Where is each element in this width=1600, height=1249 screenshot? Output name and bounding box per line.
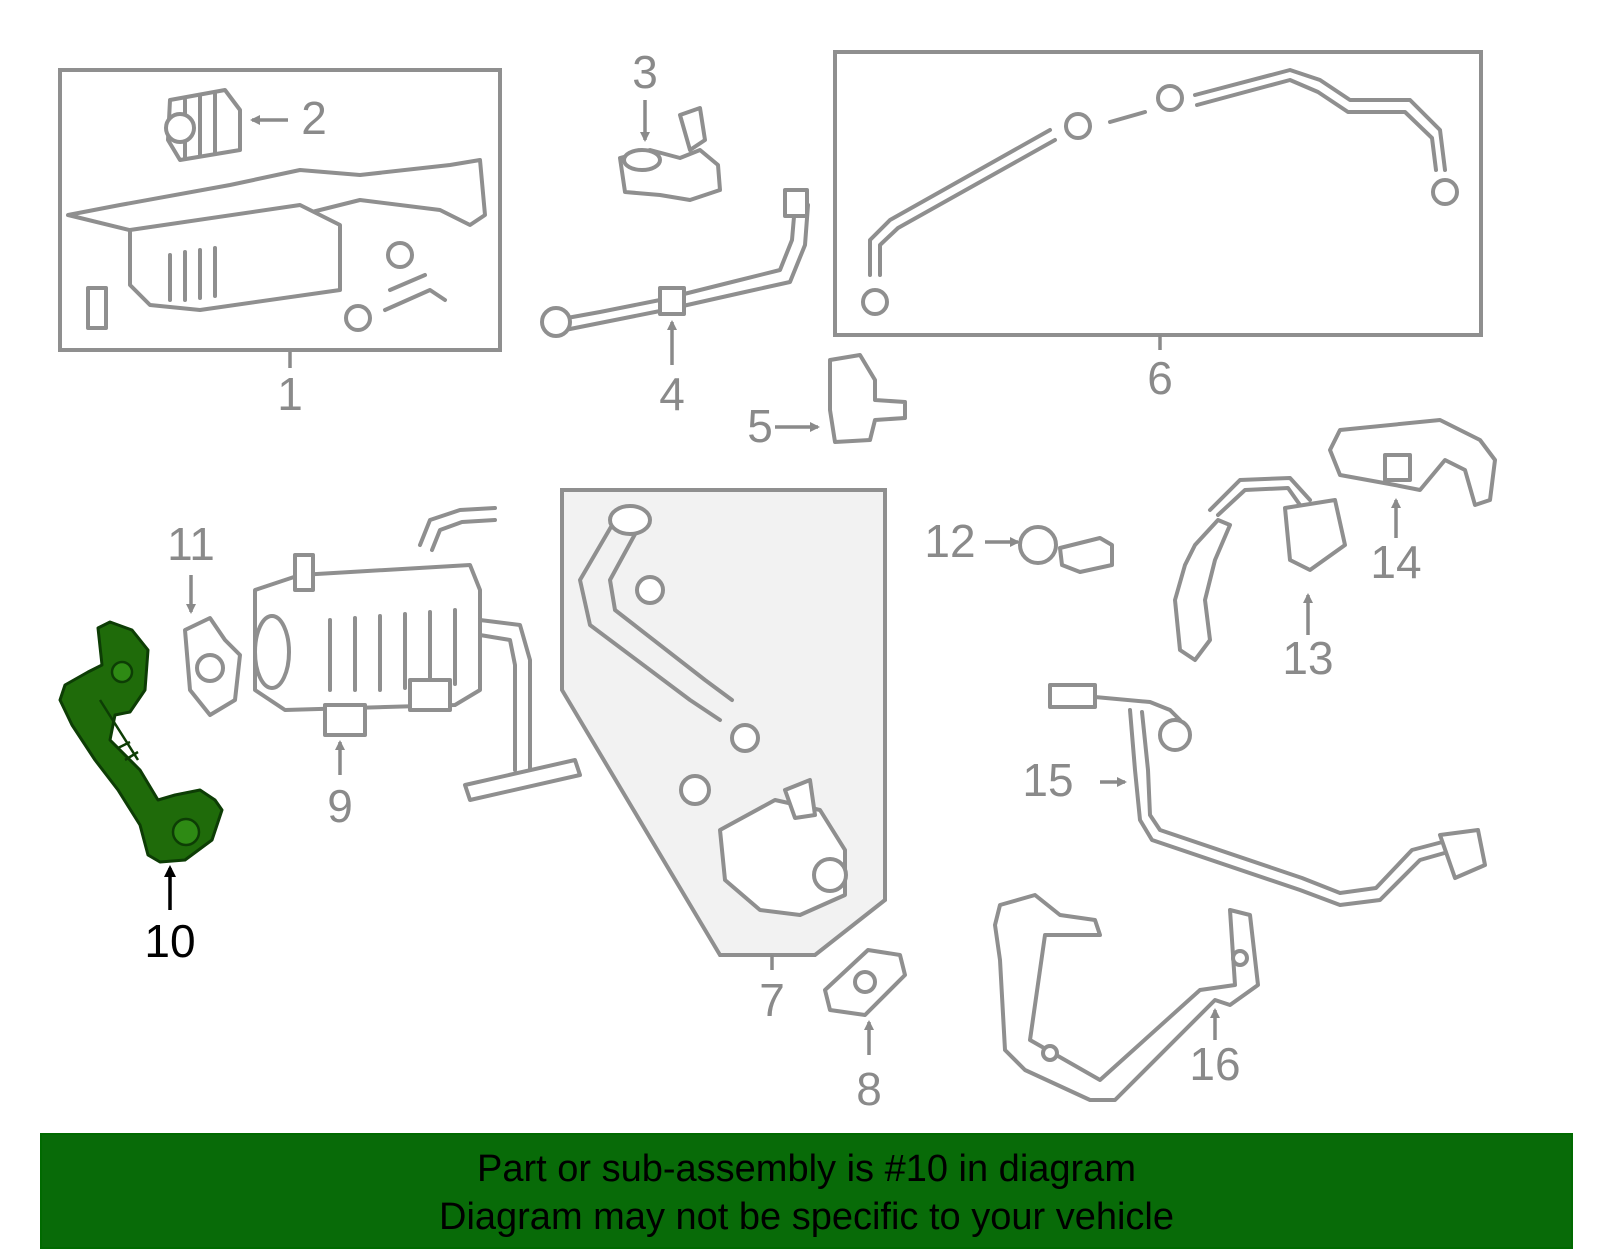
- info-banner: Part or sub-assembly is #10 in diagram D…: [40, 1133, 1573, 1249]
- callout-14[interactable]: 14: [1370, 536, 1421, 588]
- callout-labels: 1 2 3 4 5 6 7 8 9 10 11 12 13 14 15 16: [144, 46, 1421, 1115]
- callout-13[interactable]: 13: [1282, 632, 1333, 684]
- part-4-tube[interactable]: [540, 188, 810, 338]
- part-14-bracket[interactable]: [1328, 418, 1497, 507]
- part-8-gasket[interactable]: [823, 948, 907, 1017]
- callout-9[interactable]: 9: [327, 780, 353, 832]
- part-12-sensor[interactable]: [1018, 525, 1114, 574]
- callout-2[interactable]: 2: [301, 92, 327, 144]
- callout-12[interactable]: 12: [924, 515, 975, 567]
- part-7-egr-valve-assembly[interactable]: [560, 488, 887, 957]
- callout-7[interactable]: 7: [759, 974, 785, 1026]
- callout-1[interactable]: 1: [277, 368, 303, 420]
- part-15-sensor-harness[interactable]: [1048, 683, 1487, 907]
- banner-line-part: Part or sub-assembly is #10 in diagram: [477, 1148, 1136, 1190]
- callout-10[interactable]: 10: [144, 915, 195, 967]
- callout-5[interactable]: 5: [747, 400, 773, 452]
- callout-11[interactable]: 11: [167, 518, 215, 570]
- part-9-egr-cooler[interactable]: [253, 506, 582, 802]
- callout-arrows: [164, 100, 1401, 1055]
- part-5-bracket[interactable]: [828, 353, 907, 444]
- callout-16[interactable]: 16: [1189, 1038, 1240, 1090]
- banner-line-disclaimer: Diagram may not be specific to your vehi…: [439, 1196, 1174, 1238]
- part-6-hose-assembly[interactable]: [833, 50, 1483, 337]
- callout-3[interactable]: 3: [632, 46, 658, 98]
- callout-6[interactable]: 6: [1147, 352, 1173, 404]
- part-16-bracket[interactable]: [993, 893, 1260, 1102]
- callout-15[interactable]: 15: [1022, 754, 1073, 806]
- part-1-canister-assembly[interactable]: [58, 68, 502, 352]
- callout-8[interactable]: 8: [856, 1063, 882, 1115]
- callout-4[interactable]: 4: [659, 368, 685, 420]
- part-10-egr-pipe[interactable]: [58, 620, 224, 864]
- part-13-oxygen-sensor[interactable]: [1173, 476, 1347, 662]
- part-3-purge-valve[interactable]: [618, 106, 722, 202]
- part-11-gasket[interactable]: [183, 616, 242, 717]
